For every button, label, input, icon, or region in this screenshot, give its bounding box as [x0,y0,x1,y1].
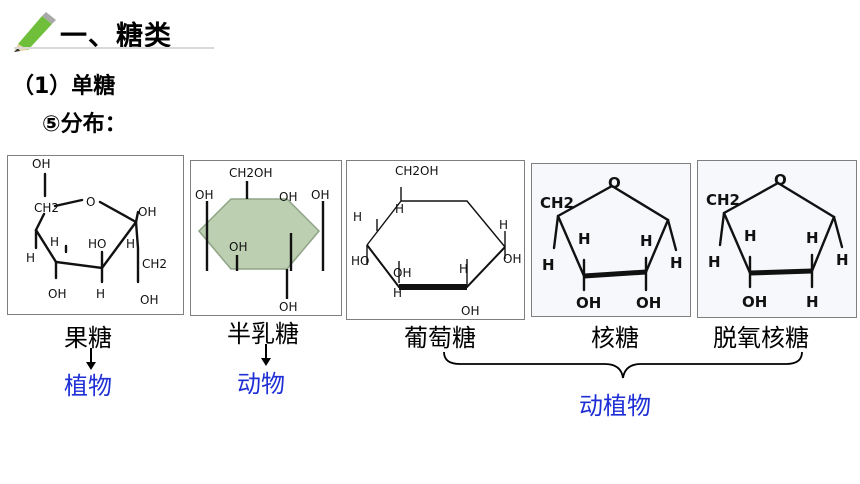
group-distribution: 动植物 [579,392,651,420]
svg-text:O: O [608,174,621,192]
svg-text:OH: OH [393,266,411,280]
svg-text:OH: OH [311,188,329,202]
svg-text:H: H [708,253,721,271]
svg-text:H: H [50,235,59,249]
deoxyribose-structure: CH2 O H H H H OH H [697,160,857,318]
svg-text:OH: OH [576,294,601,312]
svg-text:OH: OH [636,294,661,312]
svg-text:H: H [542,256,555,274]
svg-text:CH2: CH2 [706,191,740,209]
svg-text:O: O [86,195,95,209]
fructose-structure: OH CH2 O OH H HO H H CH2 OH H OH [7,155,184,315]
svg-text:OH: OH [32,157,50,171]
glucose-structure: CH2OH H H H HO OH H OH H OH [346,160,525,320]
svg-text:O: O [774,171,787,189]
svg-text:H: H [499,218,508,232]
svg-text:CH2: CH2 [142,257,167,271]
pencil-icon [14,12,56,52]
svg-text:H: H [459,262,468,276]
svg-text:CH2OH: CH2OH [395,164,439,178]
glucose-label: 葡萄糖 [404,324,476,352]
svg-text:HO: HO [351,254,369,268]
svg-text:OH: OH [229,240,247,254]
svg-text:HO: HO [88,237,106,251]
svg-text:OH: OH [503,252,521,266]
svg-text:H: H [744,227,757,245]
svg-text:H: H [806,229,819,247]
svg-text:OH: OH [138,205,156,219]
svg-text:H: H [126,237,135,251]
svg-text:OH: OH [279,190,297,204]
svg-text:H: H [353,210,362,224]
arrow-down-icon [261,344,271,366]
svg-text:OH: OH [48,287,66,301]
svg-text:CH2OH: CH2OH [229,166,273,180]
ribose-label: 核糖 [591,324,639,352]
slide-title: 一、糖类 [60,21,172,52]
svg-text:CH2: CH2 [34,201,59,215]
group-brace [443,351,803,379]
svg-text:CH2: CH2 [540,194,574,212]
svg-text:H: H [640,232,653,250]
svg-text:H: H [578,230,591,248]
svg-text:H: H [96,287,105,301]
title-underline [14,47,214,49]
fructose-distribution: 植物 [64,372,112,400]
svg-text:OH: OH [195,188,213,202]
fructose-label: 果糖 [64,324,112,352]
subheading: （1）单糖 [12,74,116,99]
svg-text:H: H [26,251,35,265]
ribose-structure: CH2 O H H H H OH OH [531,163,691,317]
svg-text:OH: OH [742,293,767,311]
svg-text:OH: OH [279,300,297,314]
galactose-structure: CH2OH OH OH OH OH OH [190,160,342,316]
galactose-label: 半乳糖 [227,320,299,348]
arrow-down-icon [86,348,96,370]
svg-text:H: H [836,251,849,269]
deoxyribose-label: 脱氧核糖 [713,324,809,352]
svg-text:OH: OH [461,304,479,318]
svg-text:H: H [806,293,819,311]
svg-text:H: H [393,286,402,300]
svg-text:H: H [670,254,683,272]
svg-text:H: H [395,202,404,216]
galactose-distribution: 动物 [237,370,285,398]
section-label: ⑤分布： [42,112,127,137]
svg-text:OH: OH [140,293,158,307]
